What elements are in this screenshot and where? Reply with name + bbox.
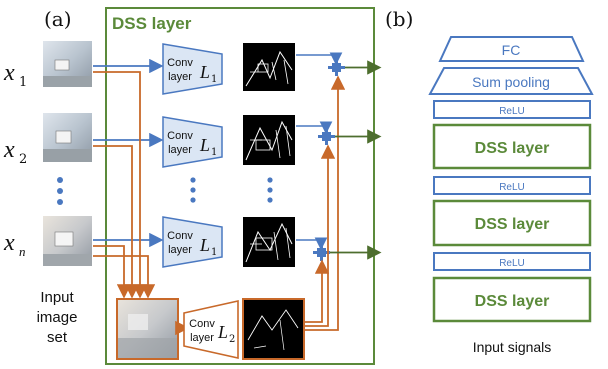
feature-map-n bbox=[243, 217, 295, 267]
stack-sum-pooling: Sum pooling bbox=[428, 67, 594, 95]
orange-aggregate-lines bbox=[93, 71, 156, 299]
dss-layer-frame bbox=[105, 7, 375, 365]
svg-text:ReLU: ReLU bbox=[499, 106, 525, 117]
input-image-1 bbox=[43, 41, 92, 87]
plus-node-1 bbox=[328, 59, 345, 76]
stack-relu-1: ReLU bbox=[433, 100, 591, 119]
stack-dss-layer-3: DSS layer bbox=[432, 276, 592, 323]
svg-text:2: 2 bbox=[229, 334, 235, 345]
conv-l1-block-n: Conv layer L 1 bbox=[162, 216, 223, 268]
svg-text:DSS layer: DSS layer bbox=[475, 216, 550, 233]
input-caption-line3: set bbox=[47, 329, 68, 346]
input-image-2 bbox=[43, 113, 92, 162]
ellipsis-features bbox=[267, 177, 273, 203]
dss-layer-title: DSS layer bbox=[112, 14, 192, 33]
conv-l2-block: Conv layer L 2 bbox=[183, 300, 239, 359]
svg-text:ReLU: ReLU bbox=[499, 182, 525, 193]
stack-fc: FC bbox=[438, 36, 585, 62]
svg-text:L: L bbox=[217, 322, 228, 342]
aggregated-image bbox=[116, 298, 179, 360]
svg-text:2: 2 bbox=[19, 152, 27, 167]
ellipsis-inputs bbox=[57, 177, 63, 205]
orange-broadcast-lines bbox=[305, 75, 346, 331]
svg-text:n: n bbox=[19, 244, 26, 259]
input-label-x1: x 1 bbox=[3, 60, 27, 90]
stack-dss-layer-2: DSS layer bbox=[432, 199, 592, 247]
svg-text:DSS layer: DSS layer bbox=[475, 293, 550, 310]
stack-dss-layer-1: DSS layer bbox=[432, 123, 592, 170]
svg-text:1: 1 bbox=[211, 247, 217, 258]
panel-a-tag: (a) bbox=[44, 7, 72, 31]
input-image-n bbox=[43, 216, 92, 266]
feature-map-l2 bbox=[242, 298, 305, 360]
output-arrows bbox=[330, 60, 382, 260]
svg-text:layer: layer bbox=[190, 332, 214, 344]
input-caption-line1: Input bbox=[40, 289, 74, 306]
svg-text:FC: FC bbox=[502, 42, 521, 58]
svg-text:Conv: Conv bbox=[189, 318, 215, 330]
svg-text:L: L bbox=[199, 235, 210, 255]
feature-to-plus-lines bbox=[296, 52, 343, 251]
svg-text:L: L bbox=[199, 62, 210, 82]
input-caption-line2: image bbox=[37, 309, 78, 326]
svg-text:x: x bbox=[3, 230, 15, 256]
svg-text:ReLU: ReLU bbox=[499, 258, 525, 269]
feature-map-1 bbox=[243, 43, 295, 91]
svg-text:layer: layer bbox=[168, 71, 192, 83]
svg-text:L: L bbox=[199, 135, 210, 155]
conv-l1-block-2: Conv layer L 1 bbox=[162, 116, 223, 168]
input-label-xn: x n bbox=[3, 230, 26, 259]
svg-text:Conv: Conv bbox=[167, 130, 193, 142]
svg-text:DSS layer: DSS layer bbox=[475, 140, 550, 157]
input-label-x2: x 2 bbox=[3, 137, 27, 167]
ellipsis-conv bbox=[190, 177, 196, 203]
svg-text:Conv: Conv bbox=[167, 57, 193, 69]
svg-text:Sum pooling: Sum pooling bbox=[472, 74, 550, 90]
svg-text:layer: layer bbox=[168, 244, 192, 256]
plus-node-2 bbox=[318, 128, 335, 145]
svg-text:x: x bbox=[3, 137, 15, 163]
panel-b-tag: (b) bbox=[385, 7, 413, 31]
svg-text:1: 1 bbox=[211, 74, 217, 85]
stack-relu-3: ReLU bbox=[433, 252, 591, 271]
svg-text:Conv: Conv bbox=[167, 230, 193, 242]
svg-text:1: 1 bbox=[211, 147, 217, 158]
svg-text:1: 1 bbox=[19, 75, 27, 90]
input-signals-caption: Input signals bbox=[473, 339, 552, 355]
stack-relu-2: ReLU bbox=[433, 176, 591, 195]
svg-text:x: x bbox=[3, 60, 15, 86]
conv-l1-block-1: Conv layer L 1 bbox=[162, 43, 223, 95]
feature-map-2 bbox=[243, 115, 295, 165]
svg-text:layer: layer bbox=[168, 144, 192, 156]
